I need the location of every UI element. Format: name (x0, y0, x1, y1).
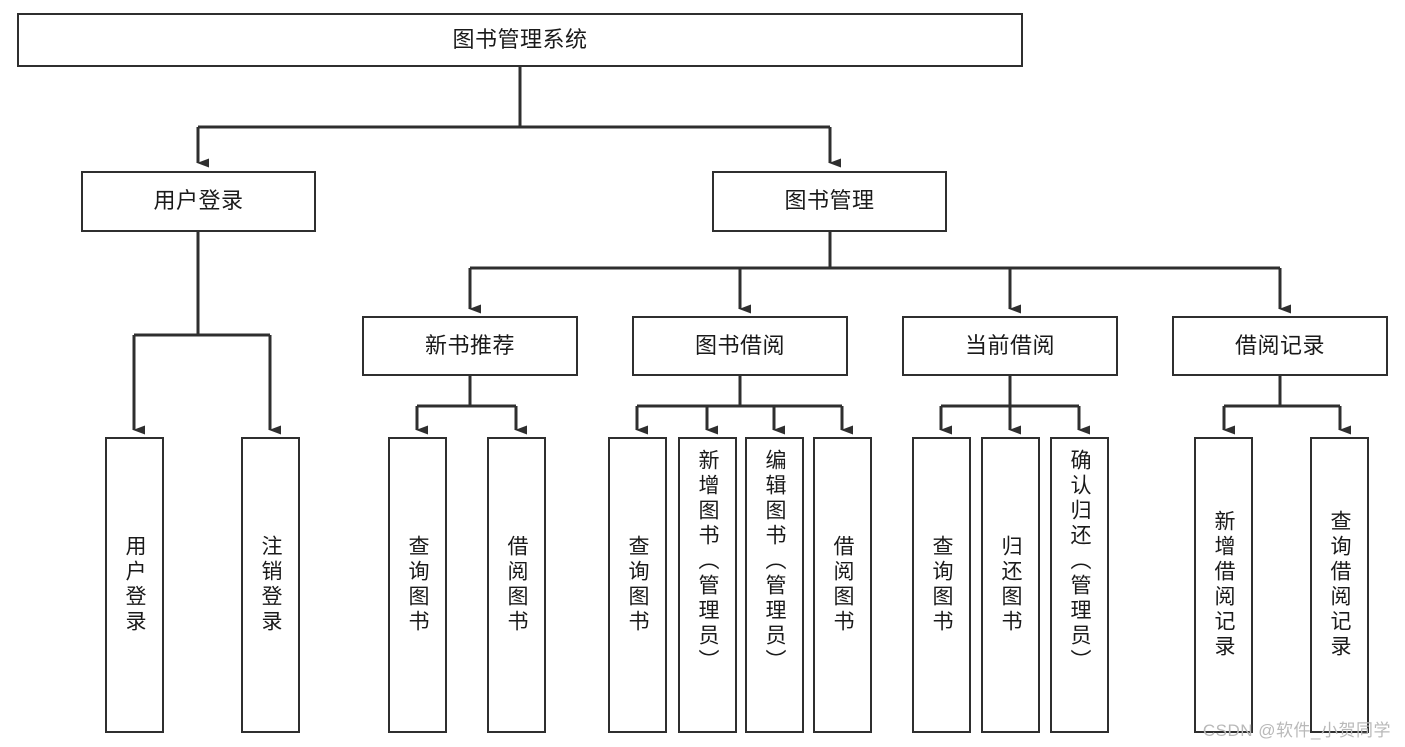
node-leaf-borrow-edit-book[interactable]: 编辑图书（管理员） (745, 437, 804, 733)
node-label: 用户登录 (123, 535, 146, 635)
node-label: 查询图书 (406, 535, 429, 635)
node-leaf-borrow-query[interactable]: 查询图书 (608, 437, 667, 733)
node-label: 编辑图书（管理员） (763, 449, 786, 674)
node-label: 新书推荐 (424, 332, 515, 358)
node-leaf-current-return[interactable]: 归还图书 (981, 437, 1040, 733)
node-leaf-borrow-add-book[interactable]: 新增图书（管理员） (678, 437, 737, 733)
node-label: 当前借阅 (964, 332, 1055, 358)
node-label: 查询图书 (626, 535, 649, 635)
node-label: 确认归还（管理员） (1068, 449, 1091, 674)
node-leaf-records-query[interactable]: 查询借阅记录 (1310, 437, 1369, 733)
node-leaf-user-login-signin[interactable]: 用户登录 (105, 437, 164, 733)
node-label: 归还图书 (999, 535, 1022, 635)
csdn-watermark: CSDN @软件_小贺同学 (1202, 721, 1391, 740)
node-leaf-borrow-borrow-book[interactable]: 借阅图书 (813, 437, 872, 733)
node-root-system[interactable]: 图书管理系统 (17, 13, 1023, 67)
node-leaf-records-add[interactable]: 新增借阅记录 (1194, 437, 1253, 733)
node-book-management[interactable]: 图书管理 (712, 171, 947, 232)
node-label: 新增借阅记录 (1212, 510, 1235, 660)
node-current-borrow[interactable]: 当前借阅 (902, 316, 1118, 376)
node-book-borrow[interactable]: 图书借阅 (632, 316, 848, 376)
node-new-book-recommend[interactable]: 新书推荐 (362, 316, 578, 376)
node-user-login[interactable]: 用户登录 (81, 171, 316, 232)
node-borrow-records[interactable]: 借阅记录 (1172, 316, 1388, 376)
node-label: 借阅图书 (831, 535, 854, 635)
node-leaf-new-book-borrow[interactable]: 借阅图书 (487, 437, 546, 733)
node-label: 图书借阅 (694, 332, 785, 358)
node-label: 查询图书 (930, 535, 953, 635)
node-label: 图书管理系统 (452, 26, 588, 52)
node-label: 用户登录 (153, 188, 244, 214)
node-label: 注销登录 (259, 535, 282, 635)
node-label: 借阅记录 (1234, 332, 1325, 358)
node-label: 新增图书（管理员） (696, 449, 719, 674)
node-label: 查询借阅记录 (1328, 510, 1351, 660)
node-leaf-new-book-query[interactable]: 查询图书 (388, 437, 447, 733)
node-label: 图书管理 (784, 188, 875, 214)
node-leaf-current-query[interactable]: 查询图书 (912, 437, 971, 733)
node-label: 借阅图书 (505, 535, 528, 635)
node-leaf-current-confirm-return[interactable]: 确认归还（管理员） (1050, 437, 1109, 733)
node-leaf-user-login-signout[interactable]: 注销登录 (241, 437, 300, 733)
